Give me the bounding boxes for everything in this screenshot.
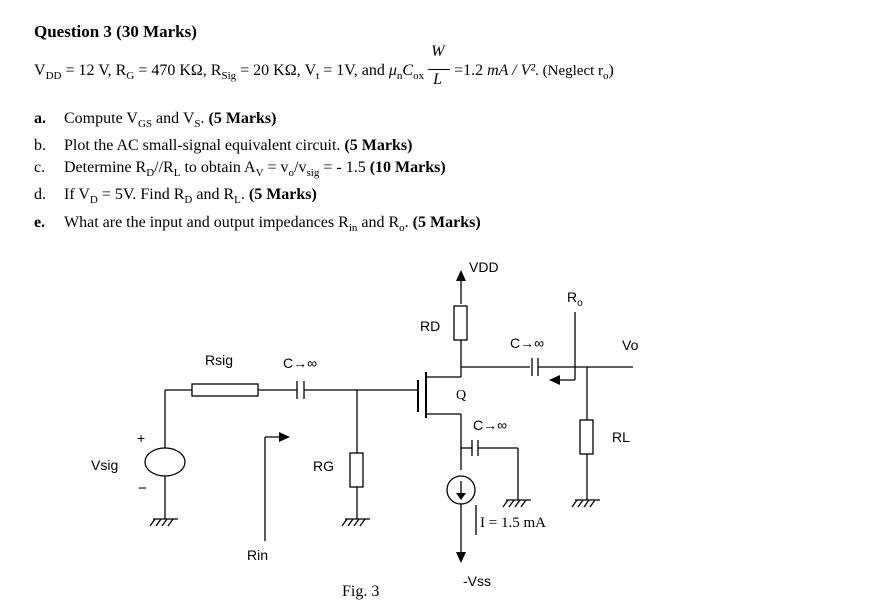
vss-label: -Vss [463,573,491,589]
ro-arrow [549,312,576,385]
ground-rl [571,499,600,508]
rd-label: RD [420,318,440,334]
input-cap-label: C→∞ [283,355,317,371]
rd-resistor [453,305,468,341]
ground-rg [341,518,370,527]
ground-vsig [149,518,178,527]
rl-resistor [579,419,594,455]
rsig-resistor [191,383,259,397]
part-a: a.Compute VGS and VS. (5 Marks) [34,110,277,131]
question-title: Question 3 (30 Marks) [34,22,197,41]
output-capacitor [531,358,539,376]
rg-label: RG [313,458,334,474]
vsig-plus: + [137,430,145,446]
ro-label: Ro [567,289,583,309]
vsig-source [144,447,186,477]
vsig-label: Vsig [91,457,118,473]
q-label: Q [456,388,466,403]
vdd-arrow [456,270,466,304]
figure-caption: Fig. 3 [342,583,379,600]
rin-arrow [264,432,290,541]
source-capacitor [471,440,479,456]
vdd-label: VDD [469,259,499,275]
output-cap-label: C→∞ [510,335,544,351]
mosfet-q [417,367,462,470]
given-parameters: VDD = 12 V, RG = 470 KΩ, RSig = 20 KΩ, V… [34,43,614,89]
vsig-minus: − [138,480,147,497]
part-b: b.Plot the AC small-signal equivalent ci… [34,137,413,155]
rsig-label: Rsig [205,352,233,368]
question-parts: a.Compute VGS and VS. (5 Marks) b.Plot t… [34,108,481,239]
rin-label: Rin [247,547,268,563]
ground-source-cap [502,499,531,508]
rg-resistor [349,452,364,488]
source-cap-label: C→∞ [473,417,507,433]
w-over-l-fraction: W L [428,43,451,88]
vo-label: Vo [622,337,639,353]
part-e: e.What are the input and output impedanc… [34,213,481,234]
part-d: d.If VD = 5V. Find RD and RL. (5 Marks) [34,186,317,207]
rl-label: RL [612,429,630,445]
current-label: I = 1.5 mA [480,515,546,531]
input-capacitor [296,381,305,399]
part-c: c.Determine RD//RL to obtain AV = vo/vsi… [34,159,446,180]
